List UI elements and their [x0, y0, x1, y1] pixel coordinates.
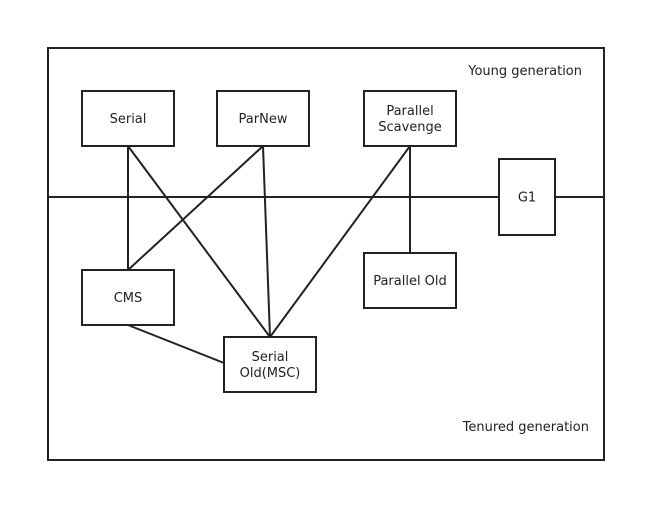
edges [127, 145, 411, 364]
edge-parnew-to-serial-old [262, 145, 271, 338]
node-parallel-old: Parallel Old [363, 252, 457, 309]
node-label: Serial [252, 350, 289, 365]
node-box [81, 90, 175, 147]
node-label: Scavenge [378, 120, 442, 135]
node-box [216, 90, 310, 147]
node-box [223, 336, 317, 393]
node-label: Parallel [386, 104, 433, 119]
node-label: ParNew [239, 112, 288, 127]
node-box [81, 269, 175, 326]
edge-cms-to-serial-old [127, 324, 225, 364]
node-label: Old(MSC) [240, 366, 301, 381]
node-label: G1 [518, 191, 536, 206]
node-box [498, 158, 556, 236]
edge-serial-to-serial-old [127, 145, 271, 338]
node-label: Serial [110, 112, 147, 127]
edge-parnew-to-cms [127, 145, 264, 271]
node-label: Parallel Old [373, 274, 447, 289]
node-parnew: ParNew [216, 90, 310, 147]
node-serial: Serial [81, 90, 175, 147]
node-label: CMS [114, 291, 143, 306]
tenured-generation-label: Tenured generation [462, 420, 589, 435]
node-box [363, 90, 457, 147]
young-generation-label: Young generation [467, 64, 582, 79]
outer-frame [47, 47, 605, 461]
edge-parallel-scavenge-to-serial-old [269, 145, 411, 338]
node-box [363, 252, 457, 309]
node-g1: G1 [498, 158, 556, 236]
node-cms: CMS [81, 269, 175, 326]
